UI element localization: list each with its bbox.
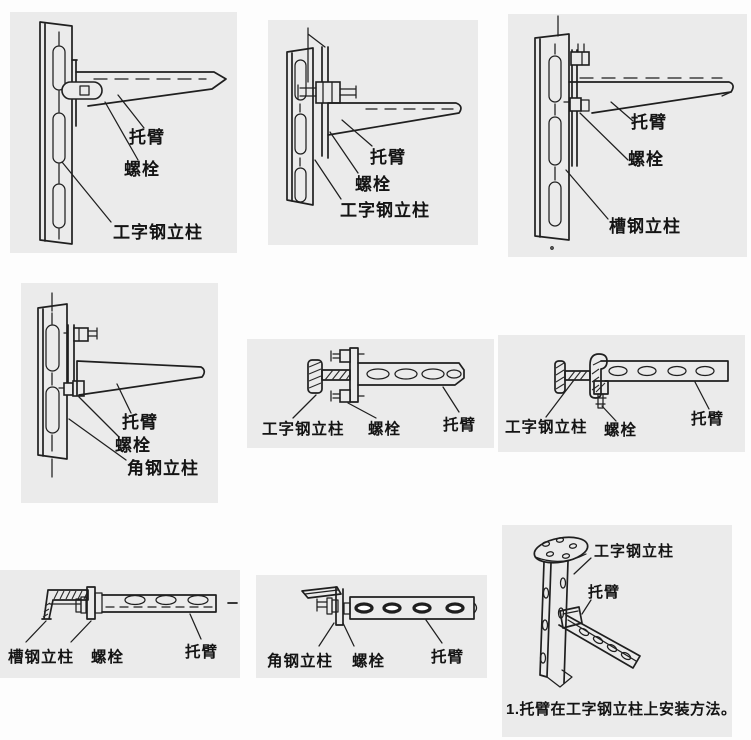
leader-lines — [573, 557, 592, 615]
bracket-arm-drawing — [327, 102, 462, 136]
bracket-arm-drawing — [101, 594, 238, 613]
column-drawing — [533, 536, 589, 688]
label-column: 工字钢立柱 — [594, 542, 674, 560]
label-column: 工字钢立柱 — [505, 417, 588, 436]
leader-lines — [565, 101, 634, 220]
leader-lines — [292, 386, 460, 419]
panel-channel-top: 槽钢立柱 螺栓 托臂 — [0, 570, 240, 678]
leader-lines — [545, 379, 710, 422]
diagram-angle-top: 角钢立柱 螺栓 托臂 — [267, 586, 478, 670]
column-drawing — [286, 47, 314, 206]
label-arm: 托臂 — [129, 127, 165, 147]
label-column: 槽钢立柱 — [609, 216, 681, 236]
column-drawing — [37, 292, 68, 478]
diagram-channel-top: 槽钢立柱 螺栓 托臂 — [8, 586, 238, 666]
label-bolt: 螺栓 — [124, 159, 160, 179]
column-drawing — [534, 15, 570, 250]
label-arm: 托臂 — [588, 583, 620, 601]
bolt-drawing — [330, 349, 365, 403]
column-drawing — [307, 347, 359, 403]
leader-lines — [61, 94, 145, 223]
label-bolt: 螺栓 — [368, 419, 401, 438]
bracket-arm-drawing — [357, 362, 465, 386]
panel-channel-side: 托臂 螺栓 槽钢立柱 — [508, 14, 747, 257]
leader-lines — [318, 619, 443, 647]
label-bolt: 螺栓 — [115, 435, 151, 455]
label-bolt: 螺栓 — [628, 149, 664, 169]
panel-i-beam-side-a: 托臂 螺栓 工字钢立柱 — [10, 12, 237, 253]
leader-lines — [68, 383, 132, 461]
column-drawing — [39, 21, 73, 245]
label-arm: 托臂 — [431, 647, 464, 666]
bracket-arm-drawing — [349, 596, 478, 620]
panel-i-beam-side-b: 托臂 螺栓 工字钢立柱 — [268, 20, 478, 245]
column-drawing — [41, 589, 89, 620]
bolt-drawing — [563, 43, 590, 167]
panel-i-beam-top-bolted: 工字钢立柱 螺栓 托臂 — [247, 339, 494, 448]
diagram-i-beam-3d: 工字钢立柱 托臂 1.托臂在工字钢立柱上安装方法。 — [506, 536, 732, 718]
label-column: 工字钢立柱 — [340, 200, 430, 220]
label-column: 工字钢立柱 — [262, 419, 345, 438]
column-drawing — [554, 360, 591, 394]
label-bolt: 螺栓 — [355, 174, 391, 194]
bracket-arm-drawing — [76, 360, 206, 396]
label-column: 角钢立柱 — [267, 651, 333, 670]
bolt-drawing — [297, 27, 357, 159]
label-arm: 托臂 — [443, 415, 476, 434]
label-arm: 托臂 — [631, 112, 667, 132]
bolt-drawing — [75, 586, 103, 620]
leader-lines — [25, 613, 202, 643]
label-bolt: 螺栓 — [352, 651, 385, 670]
panel-i-beam-3d: 工字钢立柱 托臂 1.托臂在工字钢立柱上安装方法。 — [502, 525, 732, 737]
diagram-i-beam-top-hook: 工字钢立柱 螺栓 托臂 — [505, 353, 729, 439]
bolt-drawing — [316, 597, 351, 615]
label-column: 槽钢立柱 — [8, 647, 74, 666]
bolt-drawing — [593, 380, 609, 409]
label-arm: 托臂 — [185, 642, 218, 661]
diagram-i-beam-side-a: 托臂 螺栓 工字钢立柱 — [39, 21, 227, 245]
bolt-drawing — [61, 81, 103, 100]
label-column: 角钢立柱 — [127, 458, 199, 478]
bracket-arm-drawing — [600, 360, 729, 382]
label-arm: 托臂 — [370, 147, 406, 167]
diagram-angle-side: 托臂 螺栓 角钢立柱 — [37, 292, 206, 478]
bracket-arm-drawing — [71, 59, 227, 127]
diagram-channel-side: 托臂 螺栓 槽钢立柱 — [534, 15, 734, 250]
bolt-drawing — [58, 324, 98, 397]
caption-text: 1.托臂在工字钢立柱上安装方法。 — [506, 700, 732, 718]
label-column: 工字钢立柱 — [113, 222, 203, 242]
label-bolt: 螺栓 — [604, 420, 637, 439]
panel-angle-side: 托臂 螺栓 角钢立柱 — [21, 283, 218, 503]
bracket-arm-drawing — [568, 77, 734, 114]
label-arm: 托臂 — [122, 412, 158, 432]
panel-angle-top: 角钢立柱 螺栓 托臂 — [256, 575, 487, 678]
label-arm: 托臂 — [691, 409, 724, 428]
bracket-arm-drawing — [558, 606, 641, 669]
diagram-i-beam-side-b: 托臂 螺栓 工字钢立柱 — [286, 27, 462, 220]
column-drawing — [301, 586, 344, 626]
diagram-i-beam-top-bolted: 工字钢立柱 螺栓 托臂 — [262, 347, 476, 438]
leader-lines — [314, 119, 373, 200]
panel-i-beam-top-hook: 工字钢立柱 螺栓 托臂 — [498, 335, 745, 452]
label-bolt: 螺栓 — [91, 647, 124, 666]
